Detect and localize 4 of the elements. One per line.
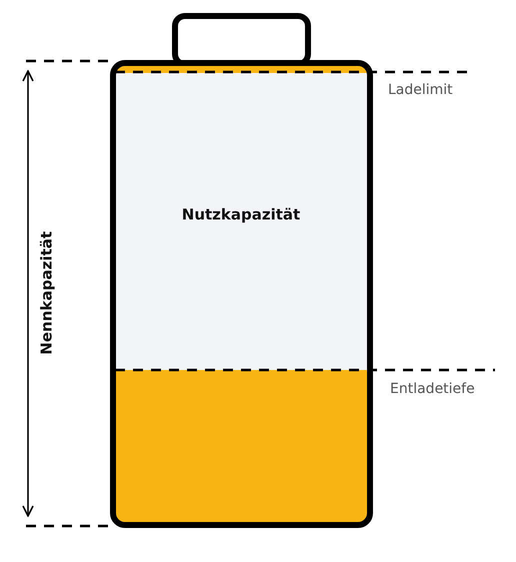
level-label: Ladelimit [388,83,453,97]
region-label: Nutzkapazität [182,208,300,222]
level-label: Entladetiefe [390,382,475,396]
dimension-label: Nennkapazität [40,231,54,355]
